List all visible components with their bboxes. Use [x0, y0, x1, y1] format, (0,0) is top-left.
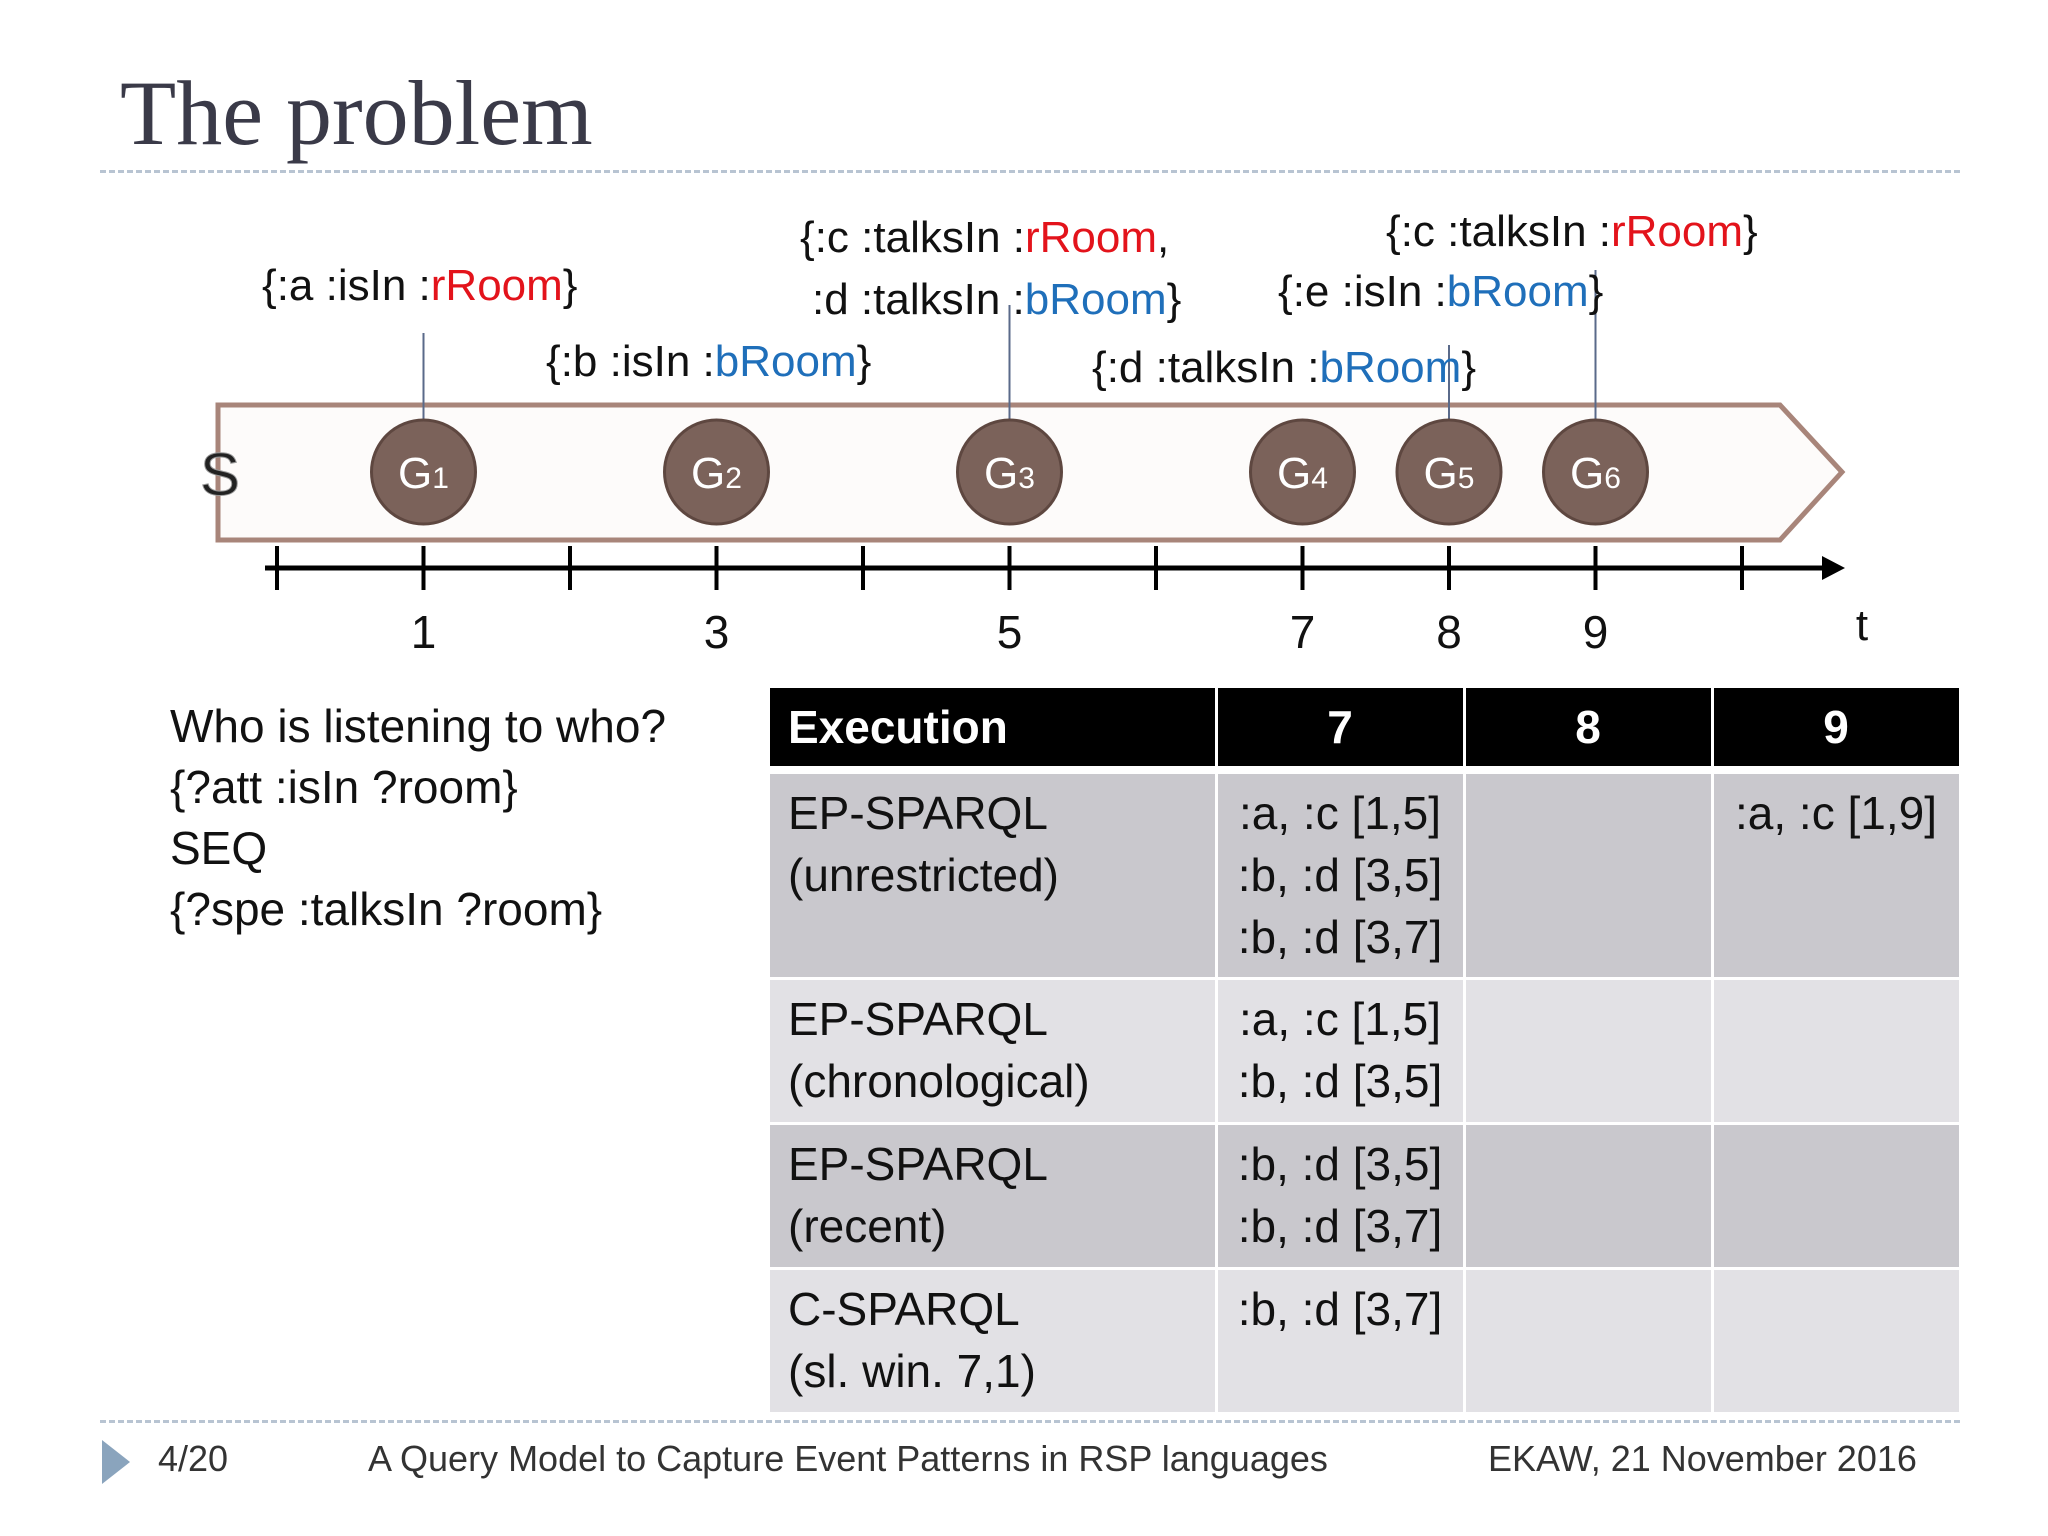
- result-cell-8: [1464, 978, 1714, 1125]
- triple-annotation: {:c :talksIn :rRoom}: [1386, 207, 1758, 256]
- stream-label: S: [200, 441, 240, 508]
- execution-name: EP-SPARQL: [788, 993, 1048, 1045]
- execution-name: EP-SPARQL: [788, 1138, 1048, 1190]
- tick-label: 7: [1290, 606, 1316, 658]
- triple-annotations: {:a :isIn :rRoom} {:b :isIn :bRoom} {:c :t…: [262, 207, 1758, 392]
- graph-node: G5: [1395, 418, 1503, 526]
- result-cell-7: :a, :c [1,5] :b, :d [3,5] :b, :d [3,7]: [1216, 770, 1466, 980]
- graph-node-circle: [663, 418, 770, 526]
- annotation-connectors: [422, 270, 1597, 420]
- triple-annotation: {:d :talksIn :bRoom}: [1092, 343, 1476, 392]
- graph-nodes: G1 G2 G3 G4 G5 G6: [370, 418, 1649, 526]
- triple-annotation: :d :talksIn :bRoom}: [812, 275, 1181, 324]
- execution-variant: (recent): [788, 1200, 947, 1252]
- result-cell-9: [1712, 1268, 1962, 1415]
- table-row: EP-SPARQL (chronological) :a, :c [1,5] :…: [770, 978, 1962, 1125]
- execution-name: EP-SPARQL: [788, 787, 1048, 839]
- tick-label: 3: [704, 606, 730, 658]
- time-axis-label: t: [1856, 601, 1868, 650]
- graph-node-label: G5: [1424, 449, 1475, 498]
- footer-venue: EKAW, 21 November 2016: [1488, 1438, 1917, 1479]
- graph-node-label: G6: [1570, 449, 1621, 498]
- play-arrow-icon[interactable]: [102, 1440, 130, 1484]
- execution-variant: (chronological): [788, 1055, 1090, 1107]
- query-block: Who is listening to who? {?att :isIn ?ro…: [170, 696, 666, 940]
- execution-name-cell: EP-SPARQL (chronological): [770, 978, 1218, 1125]
- footer-talk-title: A Query Model to Capture Event Patterns …: [368, 1438, 1328, 1479]
- result-cell-9: :a, :c [1,9]: [1712, 770, 1962, 980]
- triple-annotation: {:e :isIn :bRoom}: [1278, 267, 1603, 316]
- title-divider: [100, 170, 1960, 173]
- query-question: Who is listening to who?: [170, 700, 667, 752]
- column-header-execution: Execution: [770, 688, 1218, 774]
- execution-variant: (unrestricted): [788, 849, 1059, 901]
- graph-node-circle: [1249, 418, 1356, 526]
- graph-node: G6: [1542, 418, 1649, 526]
- query-pattern-1: {?att :isIn ?room}: [170, 761, 518, 813]
- result-entry: :b, :d [3,7]: [1237, 1200, 1443, 1252]
- result-cell-8: [1464, 1123, 1714, 1270]
- result-entry: :b, :d [3,5]: [1237, 1055, 1443, 1107]
- triple-annotation: {:b :isIn :bRoom}: [546, 337, 871, 386]
- column-header-7: 7: [1216, 688, 1466, 774]
- result-entry: :a, :c [1,5]: [1239, 787, 1441, 839]
- query-pattern-2: {?spe :talksIn ?room}: [170, 883, 603, 935]
- result-cell-8: [1464, 770, 1714, 980]
- tick-label: 5: [997, 606, 1023, 658]
- time-axis-arrowhead: [1822, 556, 1845, 580]
- result-cell-9: [1712, 978, 1962, 1125]
- page-number: 4/20: [158, 1438, 229, 1479]
- graph-node-label: G1: [398, 449, 449, 498]
- tick-label: 1: [411, 606, 437, 658]
- result-cell-7: :b, :d [3,7]: [1216, 1268, 1466, 1415]
- result-cell-8: [1464, 1268, 1714, 1415]
- result-entry: :b, :d [3,7]: [1237, 1283, 1443, 1335]
- column-header-8: 8: [1464, 688, 1714, 774]
- triple-annotation: {:c :talksIn :rRoom,: [800, 213, 1169, 262]
- result-entry: :a, :c [1,5]: [1239, 993, 1441, 1045]
- axis-ticks: [275, 546, 1744, 590]
- graph-node: G3: [956, 418, 1063, 526]
- tick-label: 9: [1583, 606, 1609, 658]
- table-header-row: Execution 7 8 9: [770, 688, 1962, 774]
- column-header-9: 9: [1712, 688, 1962, 774]
- graph-node: G1: [370, 418, 477, 526]
- result-entry: :b, :d [3,7]: [1237, 911, 1443, 963]
- execution-name-cell: C-SPARQL (sl. win. 7,1): [770, 1268, 1218, 1415]
- graph-node: G4: [1249, 418, 1356, 526]
- graph-node-circle: [1542, 418, 1649, 526]
- graph-node-circle: [1395, 418, 1503, 526]
- tick-label: 8: [1436, 606, 1462, 658]
- graph-node-label: G4: [1277, 449, 1328, 498]
- axis-tick-labels: 1 3 5 7 8 9: [411, 606, 1609, 658]
- page-title: The problem: [120, 62, 593, 164]
- graph-node: G2: [663, 418, 770, 526]
- graph-node-circle: [370, 418, 477, 526]
- stream-timeline-diagram: S 1 3 5 7 8 9 t G1 G2 G3 G4 G5 G6 {:a :isIn :rRoom…: [200, 207, 1869, 658]
- execution-name-cell: EP-SPARQL (unrestricted): [770, 770, 1218, 980]
- footer-divider: [100, 1420, 1960, 1423]
- triple-annotation: {:a :isIn :rRoom}: [262, 261, 578, 310]
- table-row: EP-SPARQL (recent) :b, :d [3,5] :b, :d […: [770, 1123, 1962, 1270]
- result-entry: :b, :d [3,5]: [1237, 1138, 1443, 1190]
- result-entry: :a, :c [1,9]: [1735, 787, 1937, 839]
- query-operator: SEQ: [170, 822, 268, 874]
- result-cell-9: [1712, 1123, 1962, 1270]
- results-table: Execution 7 8 9 EP-SPARQL (unrestricted)…: [770, 688, 1962, 1415]
- result-entry: :b, :d [3,5]: [1237, 849, 1443, 901]
- table-row: C-SPARQL (sl. win. 7,1) :b, :d [3,7]: [770, 1268, 1962, 1415]
- result-cell-7: :a, :c [1,5] :b, :d [3,5]: [1216, 978, 1466, 1125]
- result-cell-7: :b, :d [3,5] :b, :d [3,7]: [1216, 1123, 1466, 1270]
- execution-name-cell: EP-SPARQL (recent): [770, 1123, 1218, 1270]
- execution-variant: (sl. win. 7,1): [788, 1345, 1036, 1397]
- execution-name: C-SPARQL: [788, 1283, 1020, 1335]
- graph-node-label: G3: [984, 449, 1035, 498]
- table-row: EP-SPARQL (unrestricted) :a, :c [1,5] :b…: [770, 770, 1962, 980]
- graph-node-circle: [956, 418, 1063, 526]
- graph-node-label: G2: [691, 449, 742, 498]
